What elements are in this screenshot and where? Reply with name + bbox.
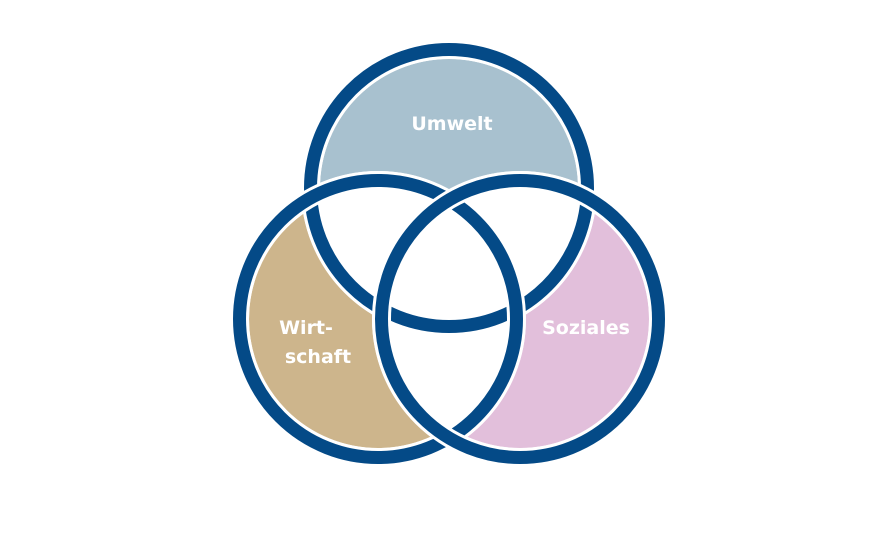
label-soziales: Soziales	[542, 317, 630, 339]
label-wirtschaft-line2: schaft	[285, 346, 351, 368]
label-umwelt: Umwelt	[411, 113, 492, 135]
soziales-ring	[372, 171, 668, 467]
label-wirtschaft-line1: Wirt-	[279, 317, 333, 339]
wirtschaft-ring	[230, 171, 526, 467]
